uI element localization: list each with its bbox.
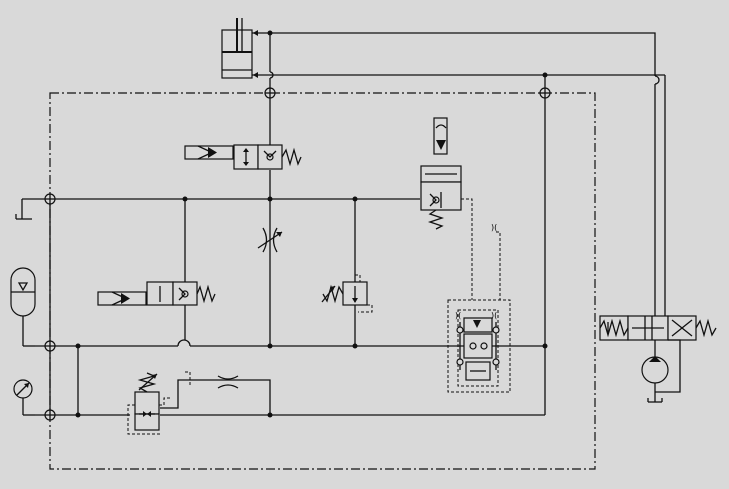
solenoid-valve-right	[420, 117, 473, 300]
solenoid-valve-middle	[97, 281, 216, 306]
hydraulic-pump	[641, 339, 681, 403]
accumulator	[10, 267, 36, 347]
four-way-directional-valve	[599, 315, 717, 341]
pressure-relief-valve	[321, 274, 373, 313]
solenoid-valve-top	[184, 144, 302, 170]
junction-dots	[75, 30, 548, 418]
pressure-reducing-valve	[127, 372, 271, 435]
variable-throttle	[257, 227, 283, 253]
pilot-check-valve-block: )( )( )(	[447, 223, 511, 393]
svg-text:)(: )(	[455, 311, 461, 320]
svg-text:)(: )(	[491, 311, 497, 320]
double-acting-cylinder	[221, 18, 258, 79]
fixed-orifice	[217, 375, 239, 389]
pilot-line	[185, 371, 191, 386]
tank-symbol	[15, 199, 32, 220]
port-markers	[44, 87, 551, 421]
pressure-gauge	[13, 379, 35, 416]
manifold-boundary	[49, 92, 596, 470]
hydraulic-lines	[22, 32, 666, 416]
svg-text:)(: )(	[491, 223, 497, 232]
